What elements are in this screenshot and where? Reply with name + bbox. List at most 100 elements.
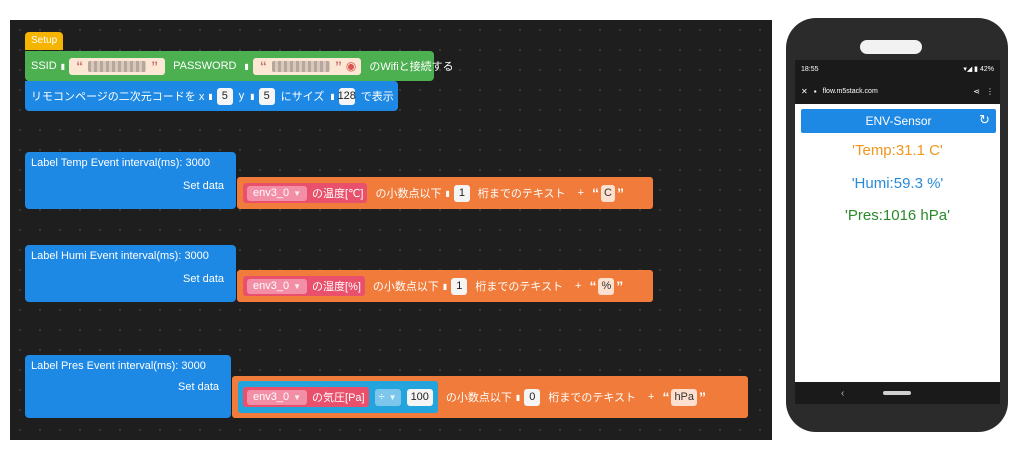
connector-icon: ▮: [445, 188, 450, 198]
plus-operator: +: [575, 280, 582, 292]
qr-size-input[interactable]: 128: [338, 87, 356, 105]
android-nav-bar: ‹: [795, 382, 1000, 404]
decimal-label: の小数点以下: [375, 188, 442, 200]
back-icon[interactable]: ‹: [841, 387, 845, 399]
home-pill[interactable]: [883, 391, 911, 395]
open-quote-icon: “: [589, 278, 597, 294]
app-title-bar: ENV-Sensor ↻: [801, 109, 996, 133]
pres-reading: 'Pres:1016 hPa': [845, 207, 950, 224]
sensor-name: env3_0: [253, 391, 290, 403]
measure-label: の温度[℃]: [312, 188, 364, 200]
password-blurred-value: [271, 60, 330, 72]
chevron-down-icon: ▼: [388, 392, 397, 402]
status-icons: ▾◢ ▮ 42%: [963, 66, 994, 73]
sensor-value-block[interactable]: env3_0▼ の温度[℃]: [243, 183, 368, 203]
plus-operator: +: [577, 187, 584, 199]
browser-url-bar: ✕ ▪ flow.m5stack.com ⋖ ⋮: [795, 78, 1000, 104]
label-event-block-pres[interactable]: Label Pres Event interval(ms): 3000 Set …: [25, 355, 231, 418]
measure-label: の湿度[%]: [312, 281, 361, 293]
division-block[interactable]: env3_0▼ の気圧[Pa] ÷▼ 100: [238, 381, 438, 413]
qr-suffix-label: で表示: [360, 91, 394, 103]
ssid-blurred-value: [88, 60, 147, 72]
event-header: Label Pres Event interval(ms): 3000: [31, 360, 206, 372]
decimal-label: の小数点以下: [372, 281, 439, 293]
close-icon[interactable]: ✕: [801, 86, 808, 96]
ssid-field[interactable]: “”: [69, 57, 166, 75]
open-quote-icon: “: [662, 389, 670, 405]
password-label: PASSWORD: [173, 60, 237, 72]
qr-y-input[interactable]: 5: [258, 87, 275, 105]
text-format-block-pres[interactable]: env3_0▼ の気圧[Pa] ÷▼ 100 の小数点以下 ▮ 0 桁までのテキ…: [232, 376, 748, 418]
set-data-label: Set data: [183, 273, 224, 285]
connector-icon: ▮: [250, 91, 255, 101]
text-format-block-temp[interactable]: env3_0▼ の温度[℃] の小数点以下 ▮ 1 桁までのテキスト + “ C…: [237, 177, 653, 209]
event-header: Label Temp Event interval(ms): 3000: [31, 157, 210, 169]
operator-symbol: ÷: [378, 391, 385, 403]
setup-label: Setup: [31, 35, 58, 46]
operator-dropdown[interactable]: ÷▼: [374, 388, 401, 406]
measure-label: の気圧[Pa]: [312, 392, 365, 404]
sensor-value-block[interactable]: env3_0▼ の気圧[Pa]: [243, 387, 369, 407]
battery-level: 42%: [979, 66, 994, 73]
qr-code-block[interactable]: リモコンページの二次元コードを x ▮ 5 y ▮ 5 にサイズ ▮ 128 で…: [25, 81, 398, 111]
digits-input[interactable]: 1: [451, 277, 468, 295]
setup-block[interactable]: Setup: [25, 32, 64, 50]
decimal-label: の小数点以下: [445, 392, 512, 404]
wifi-connect-label: のWifiと接続する: [369, 61, 454, 73]
unit-text-input[interactable]: hPa: [671, 388, 698, 406]
plus-operator: +: [648, 391, 655, 403]
ssid-label: SSID: [31, 60, 57, 72]
connector-icon: ▮: [60, 61, 66, 71]
digits-input[interactable]: 0: [524, 388, 541, 406]
digits-input[interactable]: 1: [453, 184, 470, 202]
password-field[interactable]: “”◉: [252, 57, 362, 75]
close-quote-icon: ”: [616, 278, 624, 294]
status-bar: 18:55 ▾◢ ▮ 42%: [795, 60, 1000, 78]
text-suffix-label: 桁までのテキスト: [548, 392, 636, 404]
unit-text-input[interactable]: C: [601, 184, 615, 202]
qr-x-input[interactable]: 5: [216, 87, 233, 105]
temp-reading: 'Temp:31.1 C': [852, 142, 943, 159]
connector-icon: ▮: [208, 91, 213, 101]
wifi-connect-block[interactable]: SSID ▮ “” PASSWORD ▮ “”◉ のWifiと接続する: [25, 51, 454, 81]
sensor-dropdown[interactable]: env3_0▼: [247, 185, 308, 201]
lock-icon: ▪: [813, 86, 817, 96]
sensor-value-block[interactable]: env3_0▼ の湿度[%]: [243, 276, 365, 296]
text-suffix-label: 桁までのテキスト: [477, 188, 566, 200]
connector-icon: ▮: [330, 91, 335, 101]
qr-y-label: y: [238, 90, 245, 102]
event-header: Label Humi Event interval(ms): 3000: [31, 250, 209, 262]
unit-text-input[interactable]: %: [598, 277, 615, 295]
connector-icon: ▮: [515, 392, 521, 402]
sensor-dropdown[interactable]: env3_0▼: [247, 389, 308, 405]
qr-size-label: にサイズ: [280, 91, 325, 103]
open-quote-icon: “: [592, 185, 599, 201]
connector-icon: ▮: [244, 61, 249, 71]
label-event-block-humi[interactable]: Label Humi Event interval(ms): 3000 Set …: [25, 245, 236, 302]
text-format-block-humi[interactable]: env3_0▼ の湿度[%] の小数点以下 ▮ 1 桁までのテキスト + “ %…: [237, 270, 653, 302]
label-event-block-temp[interactable]: Label Temp Event interval(ms): 3000 Set …: [25, 152, 236, 209]
chevron-down-icon: ▼: [293, 281, 302, 291]
sensor-name: env3_0: [253, 187, 290, 199]
close-quote-icon: ”: [616, 185, 624, 201]
humi-reading: 'Humi:59.3 %': [851, 175, 944, 192]
share-icon[interactable]: ⋖: [973, 86, 980, 96]
eye-icon[interactable]: ◉: [345, 59, 357, 73]
sensor-name: env3_0: [253, 280, 290, 292]
divisor-input[interactable]: 100: [406, 388, 433, 406]
status-time: 18:55: [801, 65, 819, 73]
phone-speaker: [860, 40, 922, 54]
chevron-down-icon: ▼: [293, 188, 302, 198]
text-suffix-label: 桁までのテキスト: [475, 281, 563, 293]
app-title: ENV-Sensor: [865, 114, 932, 128]
url-text: flow.m5stack.com: [822, 87, 878, 95]
qr-prefix-label: リモコンページの二次元コードを x: [31, 91, 205, 103]
refresh-icon[interactable]: ↻: [979, 112, 990, 127]
more-icon[interactable]: ⋮: [986, 86, 994, 96]
connector-icon: ▮: [442, 281, 448, 291]
sensor-dropdown[interactable]: env3_0▼: [247, 278, 308, 294]
set-data-label: Set data: [183, 180, 224, 192]
chevron-down-icon: ▼: [293, 392, 302, 402]
close-quote-icon: ”: [699, 389, 707, 405]
set-data-label: Set data: [178, 381, 219, 393]
